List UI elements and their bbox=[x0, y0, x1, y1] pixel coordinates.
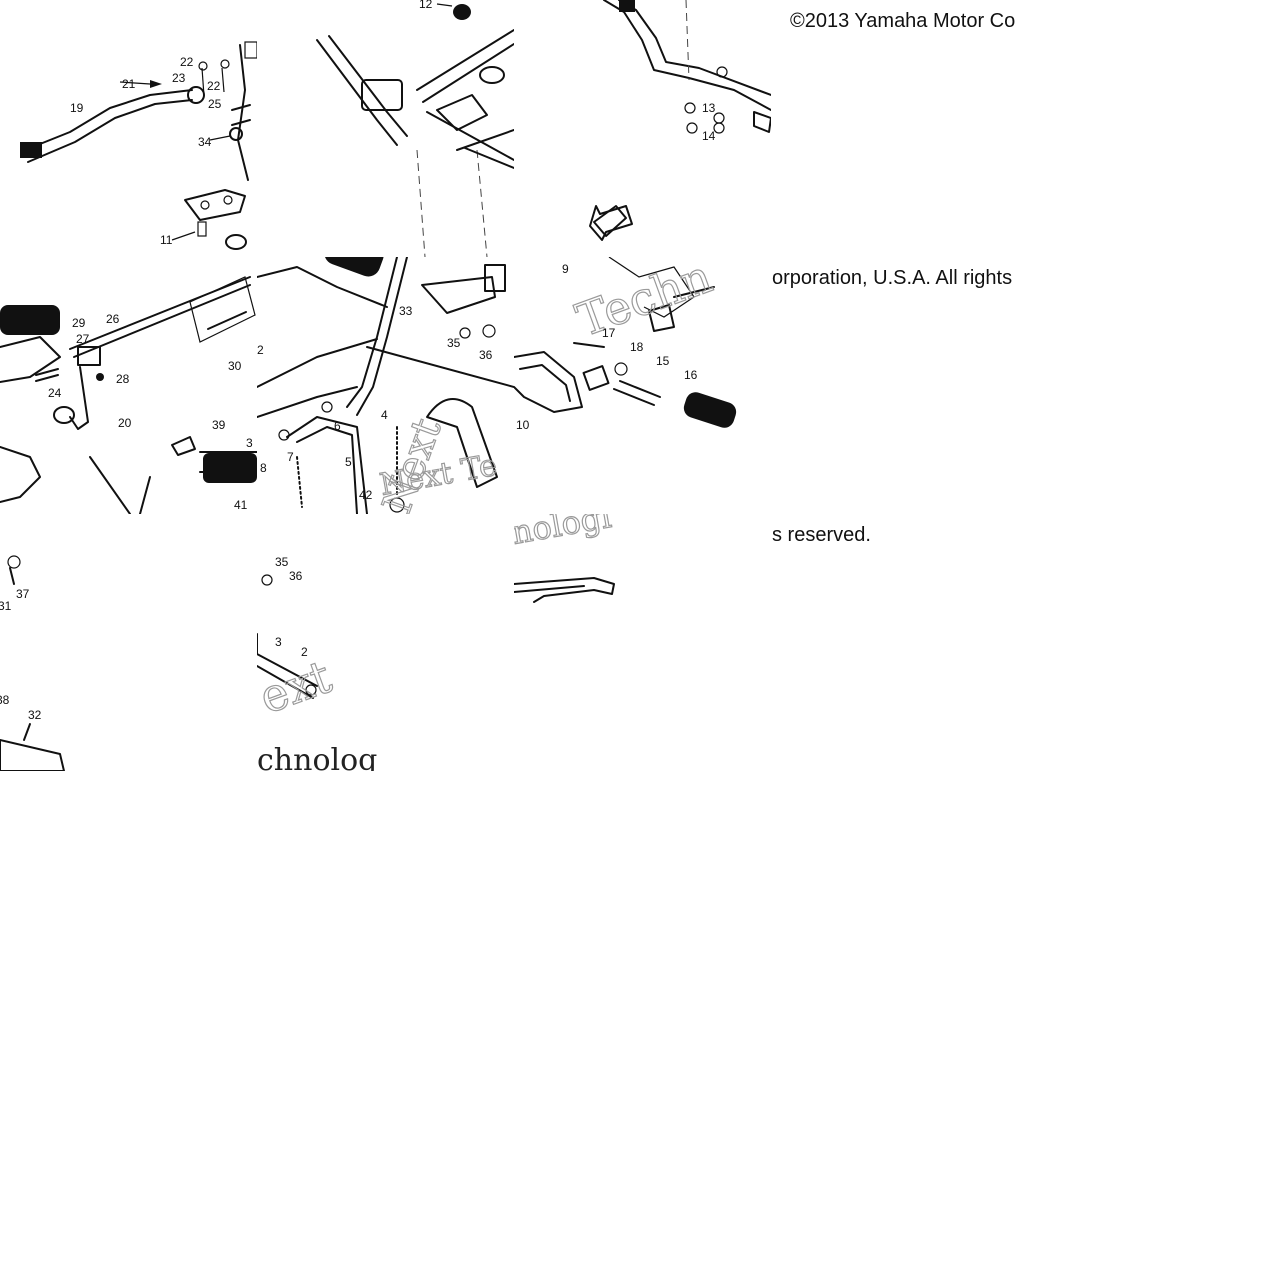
callout: 2 bbox=[301, 645, 308, 659]
callout: 22 bbox=[180, 55, 194, 69]
diagram-tile-top-middle: 12 bbox=[257, 0, 514, 257]
diagram-tile-lower-right-drawing: nologi bbox=[514, 514, 615, 603]
copyright-line-1: ©2013 Yamaha Motor Co bbox=[790, 10, 1016, 32]
diagram-tile-middle-middle-drawing: Next Te Next 33 35 36 6 4 5 7 8 42 40 2 bbox=[257, 257, 514, 514]
callout: 24 bbox=[48, 386, 62, 400]
callout: 42 bbox=[359, 488, 373, 502]
callout: 6 bbox=[334, 419, 341, 433]
callout: 28 bbox=[116, 372, 130, 386]
callout: 32 bbox=[28, 708, 42, 722]
diagram-tile-middle-right-drawing: Techn 9 17 18 15 16 10 bbox=[514, 257, 737, 432]
watermark-text: nologi bbox=[514, 514, 614, 552]
callout: 27 bbox=[76, 332, 90, 346]
watermark-text: chnolog bbox=[257, 743, 377, 771]
diagram-tile-top-middle-drawing: 12 bbox=[316, 0, 514, 257]
callout: 3 bbox=[275, 635, 282, 649]
diagram-tile-middle-left-drawing: 29 26 27 28 24 20 30 39 3 41 bbox=[0, 276, 257, 514]
callout: 31 bbox=[0, 599, 12, 613]
pedal-pad bbox=[20, 142, 42, 158]
callout: 36 bbox=[289, 569, 303, 583]
diagram-tile-top-right-drawing: 13 14 bbox=[593, 0, 771, 237]
callout: 18 bbox=[630, 340, 644, 354]
callout: 41 bbox=[234, 498, 248, 512]
callout: 8 bbox=[260, 461, 267, 475]
callout: 12 bbox=[419, 0, 433, 11]
callout: 14 bbox=[702, 129, 716, 143]
diagram-tile-bottom-middle: ext chnolog 35 36 3 2 bbox=[257, 514, 514, 771]
callout: 38 bbox=[0, 693, 10, 707]
callout: 15 bbox=[656, 354, 670, 368]
callout: 30 bbox=[228, 359, 242, 373]
diagram-tile-middle-middle: Next Te Next 33 35 36 6 4 5 7 8 42 40 2 bbox=[257, 257, 514, 514]
watermark-text: Techn bbox=[569, 257, 718, 347]
callout: 4 bbox=[381, 408, 388, 422]
callout: 34 bbox=[198, 135, 212, 149]
diagram-tile-lower-right: nologi bbox=[514, 514, 771, 604]
callout: 21 bbox=[122, 77, 136, 91]
copyright-line-3: s reserved. bbox=[772, 524, 871, 546]
callout: 17 bbox=[602, 326, 616, 340]
callout: 3 bbox=[246, 436, 253, 450]
callout: 36 bbox=[479, 348, 493, 362]
callout: 20 bbox=[118, 416, 132, 430]
callout: 9 bbox=[562, 262, 569, 276]
callout: 11 bbox=[160, 233, 173, 247]
callout: 35 bbox=[275, 555, 289, 569]
callout: 37 bbox=[16, 587, 30, 601]
callout: 13 bbox=[702, 101, 716, 115]
diagram-tile-top-left: 22 23 22 21 19 25 34 11 bbox=[0, 0, 257, 257]
callout: 26 bbox=[106, 312, 120, 326]
callout: 16 bbox=[684, 368, 698, 382]
diagram-tile-bottom-left-drawing: 37 31 32 38 bbox=[0, 555, 65, 771]
callout: 39 bbox=[212, 418, 226, 432]
diagram-tile-top-right: 13 14 bbox=[514, 0, 771, 257]
callout: 33 bbox=[399, 304, 413, 318]
callout: 23 bbox=[172, 71, 186, 85]
diagram-tile-bottom-middle-drawing: ext chnolog 35 36 3 2 bbox=[257, 555, 377, 771]
callout: 19 bbox=[70, 101, 84, 115]
forward-arrow-icon bbox=[589, 205, 633, 241]
diagram-tile-middle-left: 29 26 27 28 24 20 30 39 3 41 bbox=[0, 257, 257, 514]
callout: 2 bbox=[257, 343, 264, 357]
diagram-tile-bottom-left: 37 31 32 38 bbox=[0, 514, 257, 771]
callout: 10 bbox=[516, 418, 530, 432]
callout: 22 bbox=[207, 79, 221, 93]
diagram-tile-middle-right: Techn 9 17 18 15 16 10 bbox=[514, 257, 771, 514]
callout: 25 bbox=[208, 97, 222, 111]
copyright-line-2: orporation, U.S.A. All rights bbox=[772, 267, 1013, 289]
callout: 29 bbox=[72, 316, 86, 330]
callout: 35 bbox=[447, 336, 461, 350]
diagram-tile-top-left-drawing: 22 23 22 21 19 25 34 11 bbox=[20, 41, 257, 250]
callout: 5 bbox=[345, 455, 352, 469]
callout: 7 bbox=[287, 450, 294, 464]
